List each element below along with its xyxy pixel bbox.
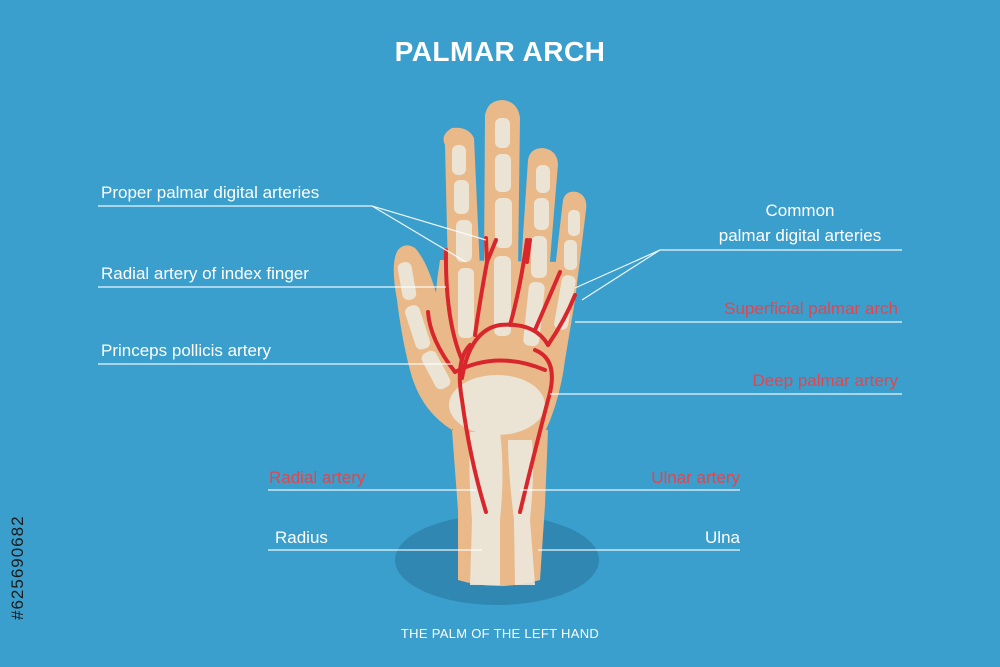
leader-lines xyxy=(98,205,902,551)
radial-index-artery-path xyxy=(443,248,464,362)
stock-id-text: #625690682 xyxy=(8,515,27,620)
label-ulnar-artery: Ulnar artery xyxy=(651,468,740,487)
label-superficial-palmar-arch: Superficial palmar arch xyxy=(724,299,898,318)
label-radial-artery: Radial artery xyxy=(269,468,366,487)
label-common-line-2: palmar digital arteries xyxy=(718,226,882,245)
label-deep-palmar-artery: Deep palmar artery xyxy=(752,371,898,390)
arteries xyxy=(426,236,577,514)
princeps-pollicis-path xyxy=(426,310,457,374)
label-radius: Radius xyxy=(275,528,328,547)
label-proper-palmar-digital-arteries: Proper palmar digital arteries xyxy=(101,183,320,202)
diagram-caption: THE PALM OF THE LEFT HAND xyxy=(400,626,600,641)
label-common-line-1: Common xyxy=(765,201,835,220)
label-radial-artery-of-index-finger: Radial artery of index finger xyxy=(101,264,309,283)
carpal-bones xyxy=(449,375,545,435)
page-title: PALMAR ARCH xyxy=(394,36,606,67)
label-princeps-pollicis-artery: Princeps pollicis artery xyxy=(101,341,272,360)
label-ulna: Ulna xyxy=(705,528,740,547)
deep-palmar-arch-path xyxy=(453,358,547,374)
superficial-palmar-arch-path xyxy=(460,322,550,380)
ulnar-artery-path xyxy=(518,348,554,514)
